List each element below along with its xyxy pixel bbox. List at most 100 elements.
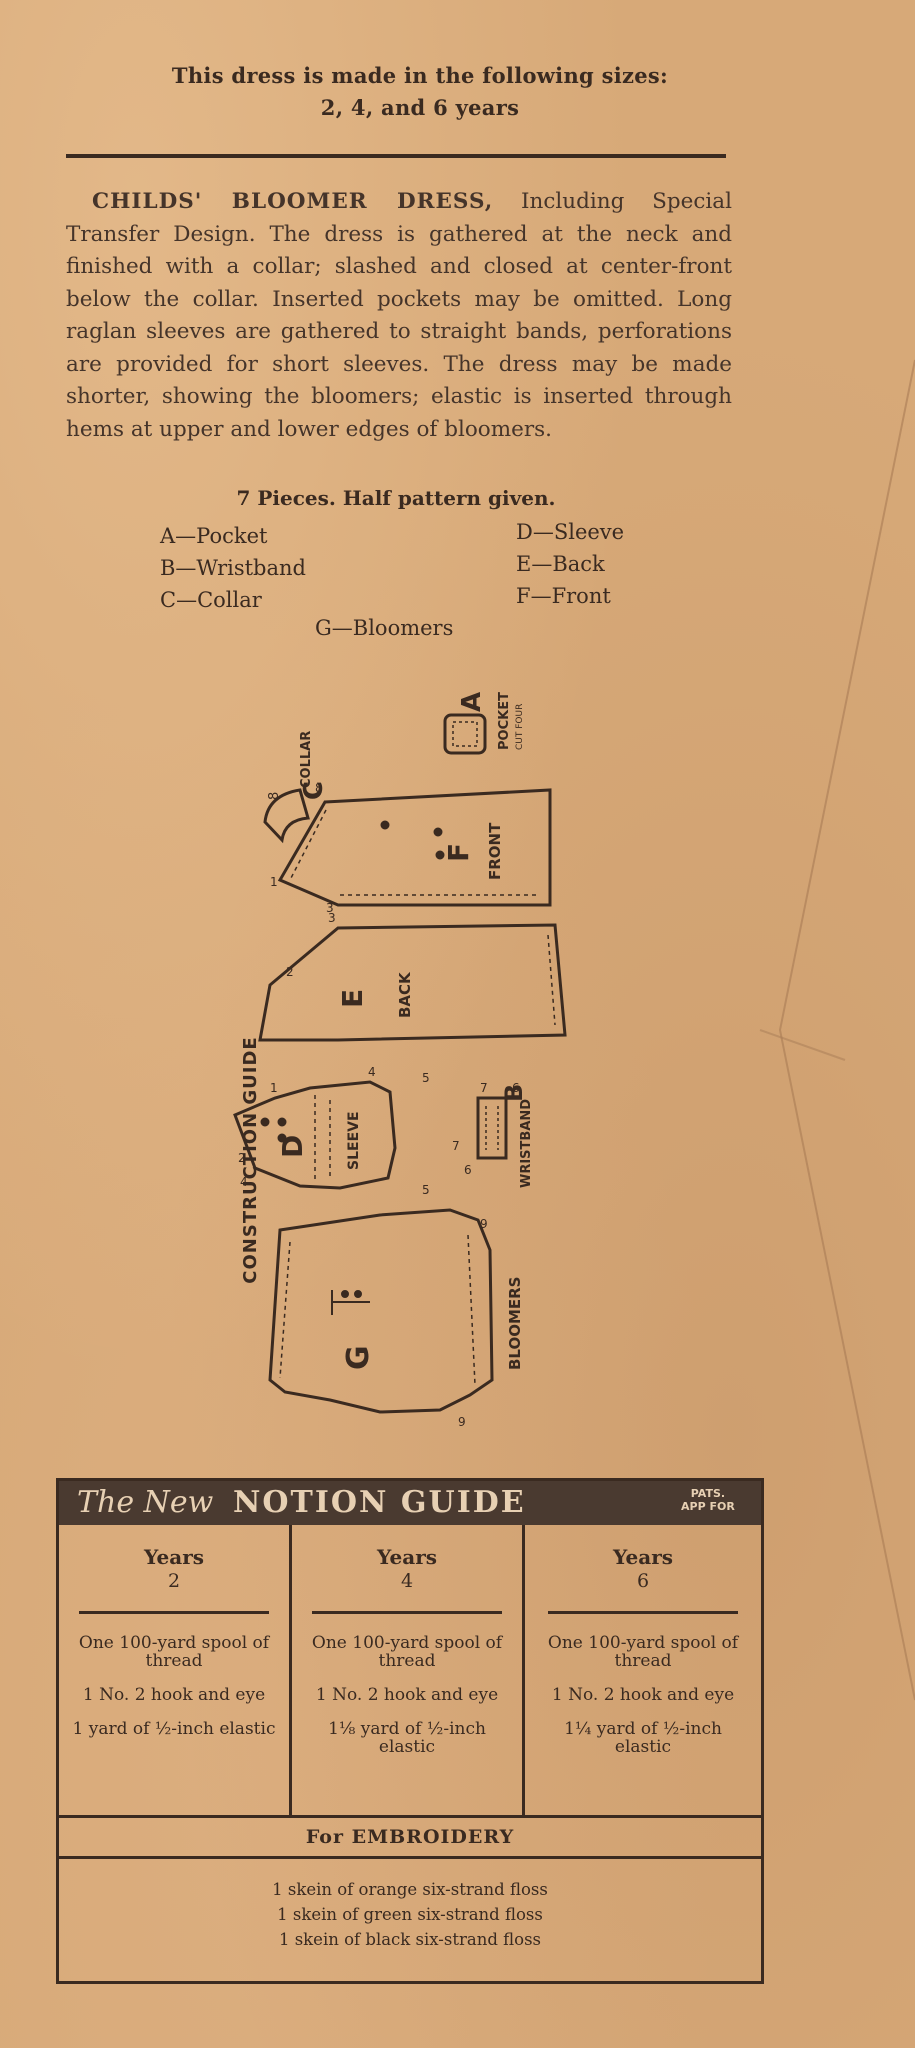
diagram-number: 4 [368,1065,376,1079]
notion-item: 1 No. 2 hook and eye [82,1685,266,1705]
wristband-dashed-edge [485,1106,499,1150]
notion-item: One 100-yard spool of thread [311,1633,503,1671]
bloomers-perforation [341,1290,349,1298]
diagram-number: 5 [422,1071,430,1085]
pocket-label: POCKET [497,692,512,750]
notion-guide-title: NOTION GUIDE [233,1485,526,1520]
front-perforation [433,827,443,837]
column-divider [79,1611,269,1614]
notion-guide-title-italic: The New [77,1485,214,1520]
collar-piece [263,788,310,844]
notion-column-2-years: Years 2 One 100-yard spool of thread 1 N… [59,1525,292,1815]
years-label: Years [376,1545,438,1569]
sizes-line-1: This dress is made in the following size… [171,63,669,88]
back-letter: E [336,989,369,1008]
collar-label: COLLAR [299,731,314,788]
wristband-label: WRISTBAND [519,1099,534,1188]
front-piece [277,788,552,907]
bloomers-letter: G [341,1345,376,1370]
bloomers-marking [331,1290,370,1315]
piece-item: C—Collar [160,588,262,612]
pieces-list: A—Pocket B—Wristband C—Collar D—Sleeve E… [160,520,660,640]
column-divider [548,1611,738,1614]
pocket-piece [443,713,487,755]
collar-letter: C [299,781,329,800]
back-dashed-edge [547,934,556,1026]
notion-item: One 100-yard spool of thread [547,1633,739,1671]
pattern-title: CHILDS' BLOOMER DRESS, [92,189,494,214]
pocket-note: CUT FOUR [515,704,525,750]
notion-guide-header: The New NOTION GUIDE PATS. APP FOR [59,1481,761,1525]
diagram-number: 9 [458,1415,466,1429]
bloomers-piece [268,1208,494,1414]
years-value: 4 [400,1570,414,1592]
bloomers-label: BLOOMERS [506,1277,524,1371]
diagram-number: 2 [286,965,294,979]
divider-rule [66,154,726,158]
notion-column-6-years: Years 6 One 100-yard spool of thread 1 N… [525,1525,761,1815]
diagram-number: 2 [238,1151,246,1165]
piece-item: D—Sleeve [516,520,625,544]
sleeve-piece [233,1080,397,1190]
embroidery-item: 1 skein of black six-strand floss [278,1930,542,1949]
front-dashed-edge [289,809,540,896]
diagram-number: 8 [315,781,323,795]
sleeve-perforation [260,1117,270,1127]
sleeve-perforation [277,1133,287,1143]
notion-item: 1⅛ yard of ½-inch elastic [328,1719,486,1757]
construction-guide-diagram: CONSTRUCTION GUIDE C COLLAR 8 A POCKET C… [233,692,567,1429]
sizes-line-2: 2, 4, and 6 years [320,95,520,120]
sleeve-perforation [277,1117,287,1127]
patent-line-2: APP FOR [681,1500,735,1513]
years-value: 2 [167,1570,181,1592]
notion-column-4-years: Years 4 One 100-yard spool of thread 1 N… [292,1525,525,1815]
wristband-letter: B [500,1084,528,1102]
pieces-right-column: D—Sleeve E—Back F—Front [516,516,624,612]
diagram-number: 7 [480,1081,488,1095]
years-label: Years [612,1545,674,1569]
diagram-number: 6 [464,1163,472,1177]
pattern-description: CHILDS' BLOOMER DRESS, Including Special… [66,186,732,446]
pieces-heading: 7 Pieces. Half pattern given. [236,486,556,510]
diagram-number: 7 [452,1139,460,1153]
years-label: Years [143,1545,205,1569]
diagram-number: 5 [422,1183,430,1197]
diagram-number: 4 [240,1175,248,1189]
piece-item: F—Front [516,584,611,608]
notion-guide-table: The New NOTION GUIDE PATS. APP FOR Years… [56,1478,764,1984]
sleeve-dashed-edge [314,1095,331,1180]
diagram-number: 1 [270,1081,278,1095]
bloomers-dashed-edge [279,1234,476,1386]
diagram-number: 1 [270,875,278,889]
front-perforation [380,820,390,830]
notion-item: 1 No. 2 hook and eye [315,1685,499,1705]
column-divider [312,1611,502,1614]
notion-item: 1¼ yard of ½-inch elastic [564,1719,722,1757]
embroidery-list: 1 skein of orange six-strand floss 1 ske… [59,1877,761,1952]
bloomers-perforation [354,1290,362,1298]
notion-item: 1 No. 2 hook and eye [551,1685,735,1705]
embroidery-item: 1 skein of orange six-strand floss [272,1880,548,1899]
diagram-number: 3 [326,901,334,915]
back-label: BACK [396,971,414,1018]
patent-note: PATS. APP FOR [681,1487,735,1513]
back-piece [258,923,567,1042]
diagram-number: 9 [480,1217,488,1231]
front-label: FRONT [486,822,504,880]
pocket-letter: A [457,692,487,712]
front-perforation [435,850,445,860]
pieces-left-column: A—Pocket B—Wristband C—Collar [160,520,306,616]
embroidery-item: 1 skein of green six-strand floss [277,1905,543,1924]
pocket-inner [452,721,478,747]
notion-item: One 100-yard spool of thread [78,1633,270,1671]
embroidery-heading: For EMBROIDERY [59,1815,761,1859]
pattern-description-body: Including Special Transfer Design. The d… [66,189,732,442]
piece-item: A—Pocket [160,524,268,548]
piece-item: G—Bloomers [315,616,454,640]
patent-line-1: PATS. [690,1487,726,1500]
front-letter: F [442,843,475,862]
sizes-heading: This dress is made in the following size… [60,60,780,124]
notion-item: 1 yard of ½-inch elastic [72,1719,276,1739]
diagram-number: 6 [512,1081,520,1095]
diagram-number: 3 [328,911,336,925]
